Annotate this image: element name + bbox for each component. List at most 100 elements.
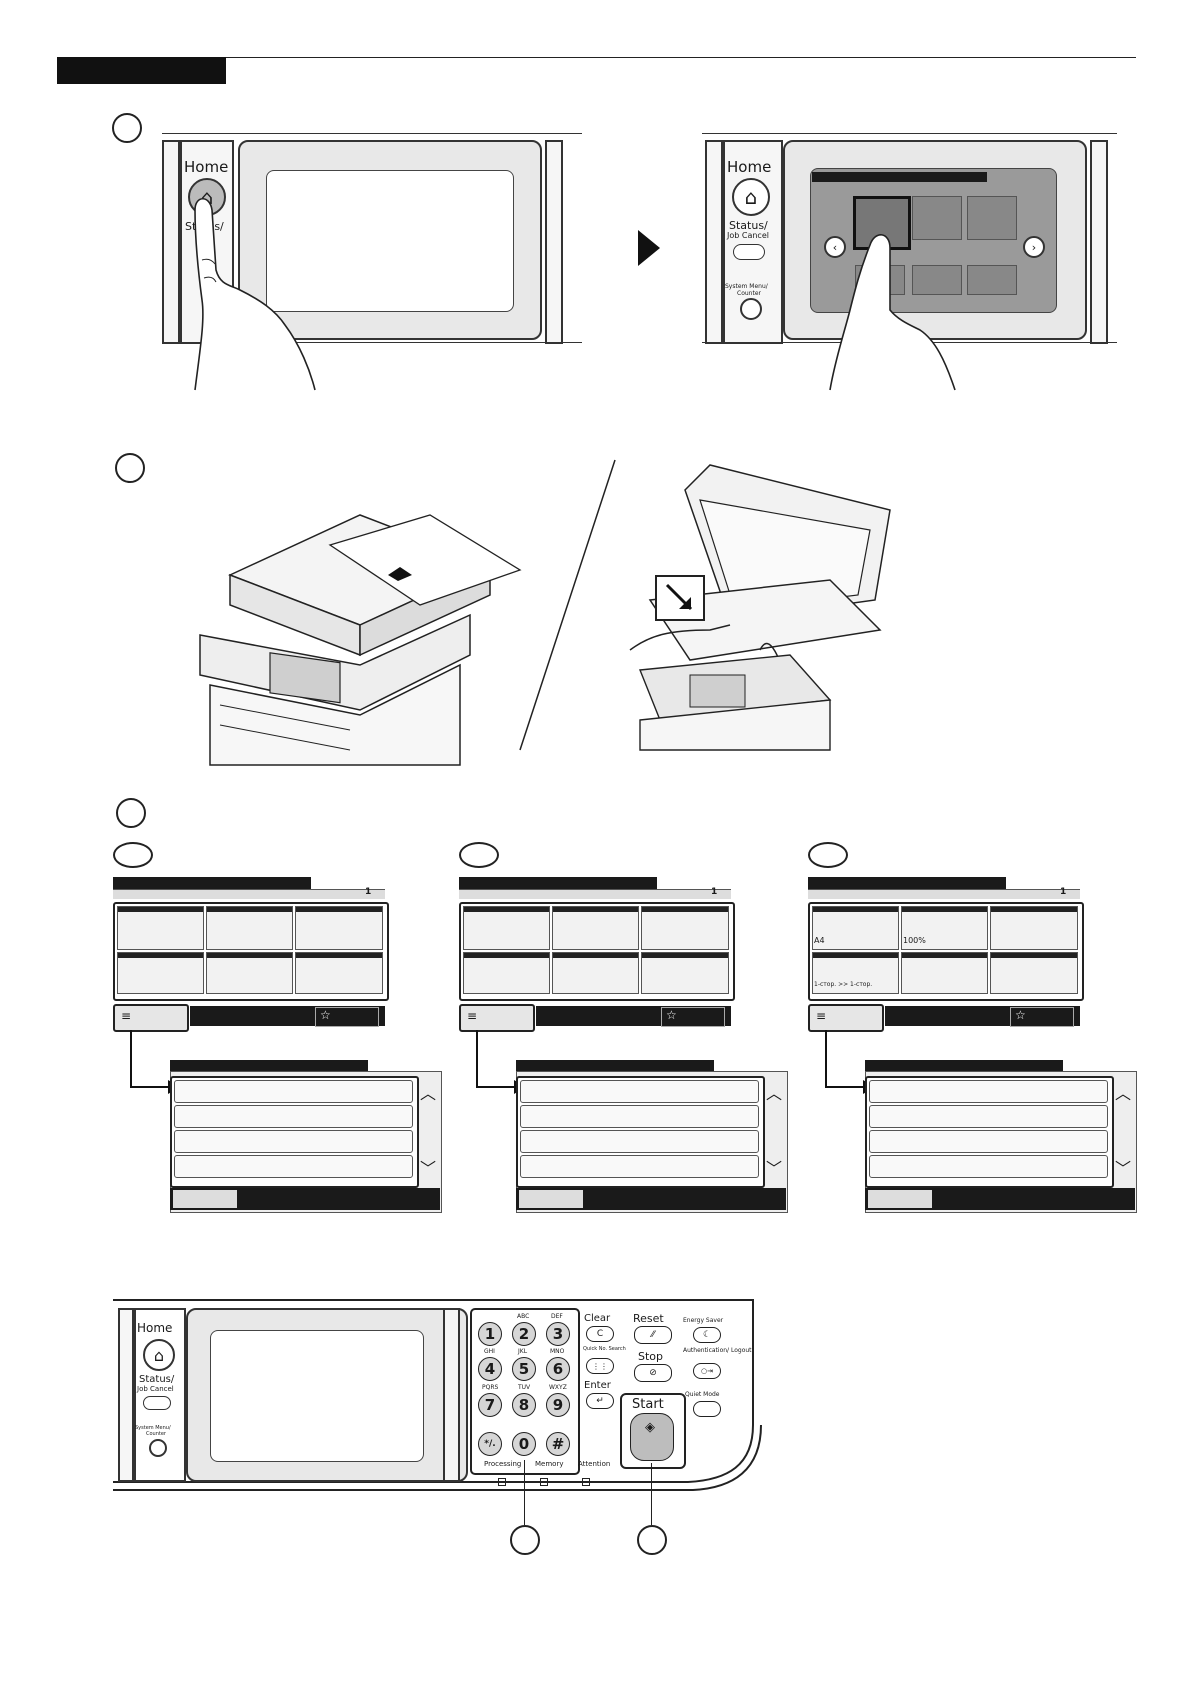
chevron-down-icon[interactable]: ﹀ (420, 1159, 437, 1178)
list-row-a-1[interactable] (174, 1080, 413, 1103)
key-7[interactable]: 7 (478, 1393, 502, 1417)
stop-button[interactable]: ⊘ (634, 1364, 672, 1382)
tile-c-2[interactable] (901, 906, 988, 950)
list-row-b-3[interactable] (520, 1130, 759, 1153)
tile-c-6[interactable] (990, 952, 1078, 994)
home-button-2[interactable]: ⌂ (732, 178, 770, 216)
tile-a-2[interactable] (206, 906, 293, 950)
key-8-letters: TUV (518, 1384, 531, 1391)
key-0[interactable]: 0 (512, 1432, 536, 1456)
enter-button[interactable]: ↵ (586, 1393, 614, 1409)
cp-left-strip (118, 1308, 134, 1482)
key-6[interactable]: 6 (546, 1357, 570, 1381)
key-1[interactable]: 1 (478, 1322, 502, 1346)
copy-screen-a-titlebar (113, 877, 311, 889)
list-row-c-3[interactable] (869, 1130, 1108, 1153)
printer-document-feeder-illustration (199, 514, 522, 766)
callout-keypad-marker (510, 1525, 540, 1555)
start-button[interactable]: ◈ (630, 1413, 674, 1461)
cp-status-button[interactable] (143, 1396, 171, 1410)
status-label-2: Status/ (729, 219, 768, 232)
arrow-right-icon (638, 230, 660, 266)
key-5[interactable]: 5 (512, 1357, 536, 1381)
cp-home-button[interactable]: ⌂ (143, 1339, 175, 1371)
list-row-b-1[interactable] (520, 1080, 759, 1103)
tile-c-3[interactable] (990, 906, 1078, 950)
zoom-value: 100% (903, 936, 926, 945)
tile-c-5[interactable] (901, 952, 988, 994)
list-screen-c-tab[interactable] (868, 1190, 932, 1208)
list-row-a-2[interactable] (174, 1105, 413, 1128)
list-row-c-1[interactable] (869, 1080, 1108, 1103)
key-star[interactable]: */. (478, 1432, 502, 1456)
tile-b-1[interactable] (463, 906, 550, 950)
tile-c-4[interactable] (812, 952, 899, 994)
tile-b-6[interactable] (641, 952, 729, 994)
key-4[interactable]: 4 (478, 1357, 502, 1381)
list-row-b-4[interactable] (520, 1155, 759, 1178)
home-tile-5[interactable] (912, 265, 962, 295)
favorites-button-b[interactable]: ☆ (661, 1007, 725, 1027)
system-menu-button-2[interactable] (740, 298, 762, 320)
tile-b-4[interactable] (463, 952, 550, 994)
list-row-c-4[interactable] (869, 1155, 1108, 1178)
key-3[interactable]: 3 (546, 1322, 570, 1346)
functions-button-b[interactable]: ≡ (459, 1004, 535, 1032)
panel-bottom-rule (162, 342, 582, 343)
clear-button[interactable]: C (586, 1326, 614, 1342)
cp-home-label: Home (137, 1321, 173, 1335)
memory-led (540, 1478, 548, 1486)
favorites-button-c[interactable]: ☆ (1010, 1007, 1074, 1027)
home-tile-2[interactable] (912, 196, 962, 240)
key-8[interactable]: 8 (512, 1393, 536, 1417)
list-screen-b-tab[interactable] (519, 1190, 583, 1208)
list-row-c-2[interactable] (869, 1105, 1108, 1128)
list-row-a-3[interactable] (174, 1130, 413, 1153)
tile-a-4[interactable] (117, 952, 204, 994)
chevron-up-icon[interactable]: ︿ (1115, 1084, 1132, 1103)
key-hash[interactable]: # (546, 1432, 570, 1456)
tile-a-6[interactable] (295, 952, 383, 994)
chevron-up-icon[interactable]: ︿ (420, 1084, 437, 1103)
functions-button-a[interactable]: ≡ (113, 1004, 189, 1032)
reset-button[interactable]: ⁄⁄ (634, 1326, 672, 1344)
functions-button-c[interactable]: ≡ (808, 1004, 884, 1032)
status-button-2[interactable] (733, 244, 765, 260)
cp-system-menu-button[interactable] (149, 1439, 167, 1457)
left-strip-2 (705, 140, 723, 344)
star-icon: ☆ (1015, 1008, 1026, 1022)
list-icon: ≡ (816, 1009, 827, 1023)
step-1-marker (112, 113, 142, 143)
tile-a-5[interactable] (206, 952, 293, 994)
hand-pointer-icon (829, 234, 956, 391)
quiet-mode-button[interactable] (693, 1401, 721, 1417)
tile-a-1[interactable] (117, 906, 204, 950)
home-tile-3[interactable] (967, 196, 1017, 240)
key-2[interactable]: 2 (512, 1322, 536, 1346)
key-9[interactable]: 9 (546, 1393, 570, 1417)
list-row-b-2[interactable] (520, 1105, 759, 1128)
tile-c-1[interactable] (812, 906, 899, 950)
cp-screen (210, 1330, 424, 1462)
list-screen-a-tab[interactable] (173, 1190, 237, 1208)
chevron-up-icon[interactable]: ︿ (766, 1084, 783, 1103)
step-2-marker (115, 453, 145, 483)
chevron-down-icon[interactable]: ﹀ (766, 1159, 783, 1178)
chevron-down-icon[interactable]: ﹀ (1115, 1159, 1132, 1178)
scroll-left-icon[interactable]: ‹ (824, 236, 846, 258)
duplex-value: 1-стор. >> 1-стор. (814, 981, 873, 988)
authentication-logout-button[interactable]: ○⇥ (693, 1363, 721, 1379)
tile-b-2[interactable] (552, 906, 639, 950)
home-tile-6[interactable] (967, 265, 1017, 295)
list-screen-b-bottombar (516, 1188, 786, 1210)
tile-b-3[interactable] (641, 906, 729, 950)
key-4-letters: GHI (484, 1348, 495, 1355)
quick-no-search-button[interactable]: ⋮⋮ (586, 1358, 614, 1374)
processing-led (498, 1478, 506, 1486)
energy-saver-button[interactable]: ☾ (693, 1327, 721, 1343)
list-row-a-4[interactable] (174, 1155, 413, 1178)
favorites-button-a[interactable]: ☆ (315, 1007, 379, 1027)
scroll-right-icon[interactable]: › (1023, 236, 1045, 258)
tile-b-5[interactable] (552, 952, 639, 994)
tile-a-3[interactable] (295, 906, 383, 950)
